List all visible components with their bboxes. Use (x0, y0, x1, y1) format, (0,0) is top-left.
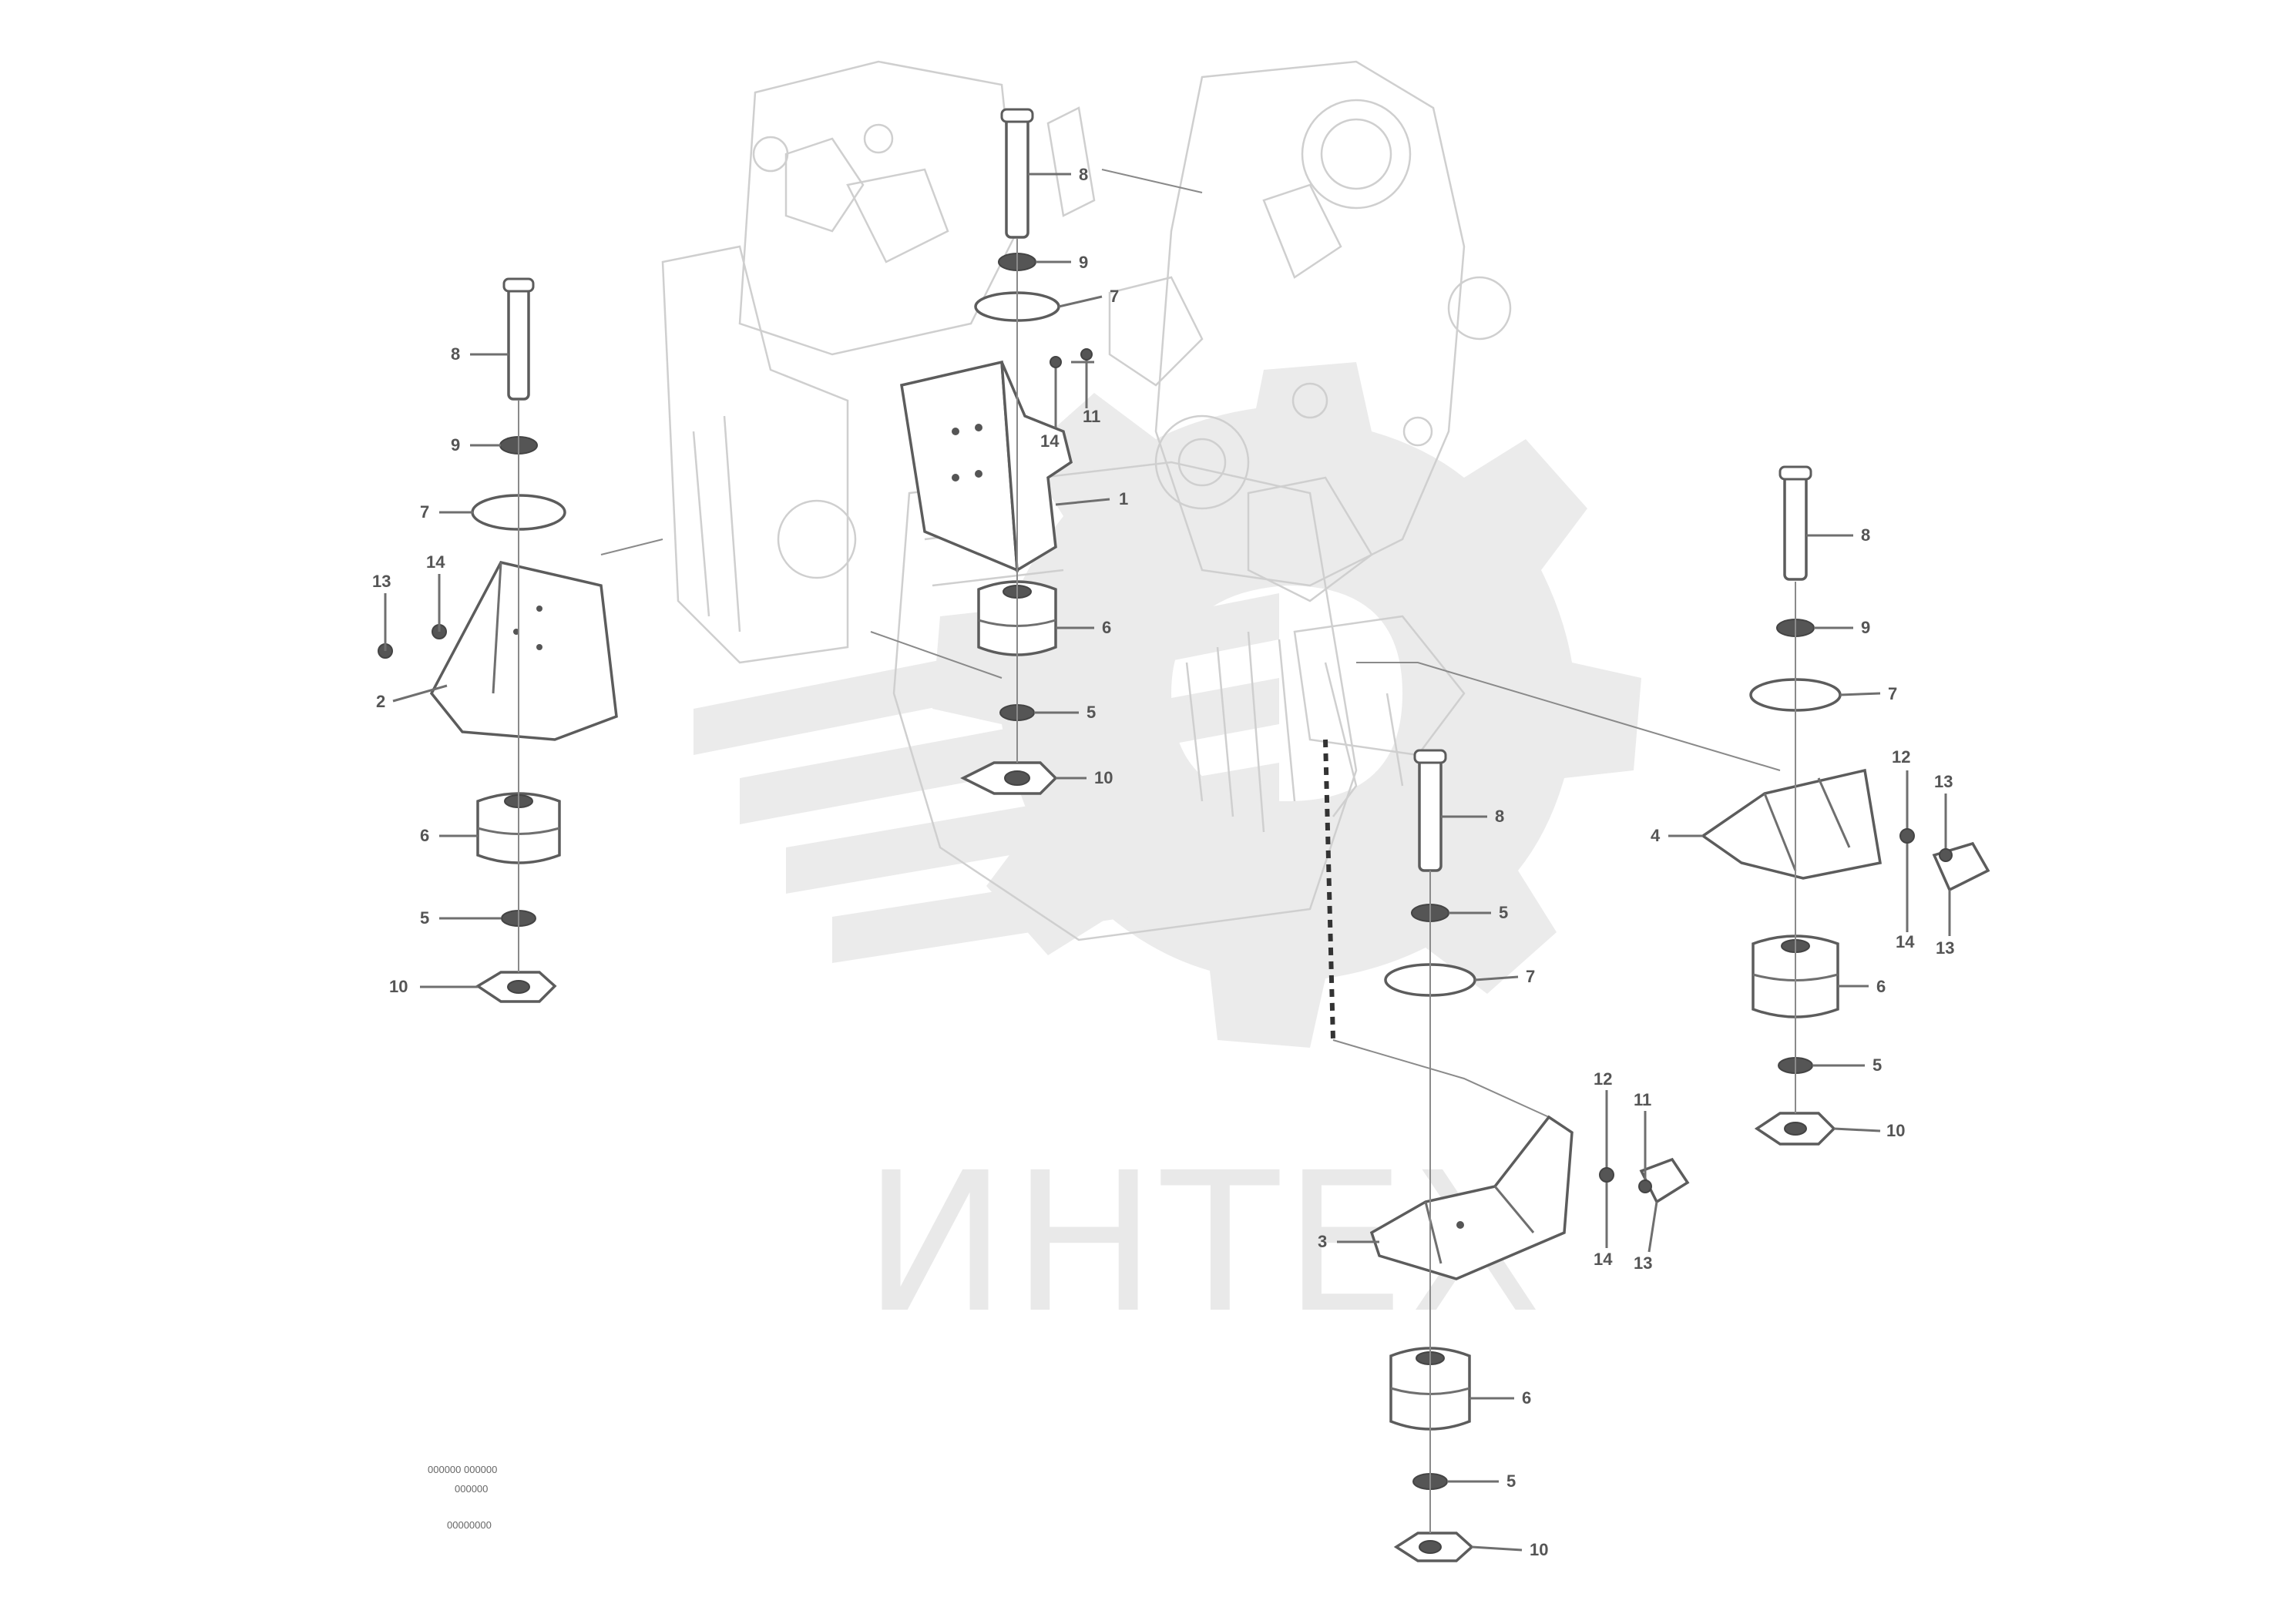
bolt-14 (1599, 1113, 1614, 1233)
drawing-reference: 000000 000000 000000 00000000 (428, 1464, 497, 1531)
bolt-8 (1778, 465, 1812, 581)
callout-center-13: 13 (1634, 1253, 1652, 1273)
nut-10 (1393, 1532, 1474, 1562)
bolt-14 (432, 601, 447, 639)
callout-center-6: 6 (1522, 1388, 1531, 1408)
callout-right-9: 9 (1861, 618, 1870, 637)
callout-right-10: 10 (1886, 1121, 1905, 1140)
callout-left-9: 9 (451, 435, 460, 455)
bracket-side-plate (1639, 1157, 1690, 1204)
bolt-8 (1413, 749, 1447, 872)
callout-center-8: 8 (1495, 807, 1504, 826)
left-mount-assembly (378, 277, 618, 1003)
bolts-11 (1050, 348, 1093, 408)
callout-right-14: 14 (1896, 932, 1915, 951)
reference-line-1: 000000 000000 (428, 1464, 497, 1475)
callout-right-12: 12 (1892, 747, 1910, 767)
callout-center-10: 10 (1530, 1540, 1548, 1559)
right-mount-assembly (1668, 465, 1990, 1146)
bracket-3 (1369, 1115, 1574, 1280)
bracket-4 (1700, 768, 1883, 880)
callout-right-8: 8 (1861, 525, 1870, 545)
nut-10 (475, 971, 557, 1003)
callout-top-1: 1 (1119, 489, 1128, 508)
callout-top-14: 14 (1040, 431, 1060, 451)
callout-top-11: 11 (1083, 407, 1100, 426)
reference-line-3: 00000000 (447, 1519, 492, 1531)
callout-center-5b: 5 (1506, 1471, 1516, 1491)
callout-left-8: 8 (451, 344, 460, 364)
bolt-14 (1899, 794, 1915, 917)
callout-center-11: 11 (1634, 1090, 1651, 1109)
callout-center-7: 7 (1526, 967, 1535, 986)
leader-lines (600, 169, 1781, 1118)
callout-right-4: 4 (1651, 826, 1661, 845)
callout-left-13: 13 (372, 572, 391, 591)
callout-center-12: 12 (1594, 1069, 1612, 1089)
bolt-8 (1000, 108, 1034, 239)
callout-top-5: 5 (1087, 703, 1096, 722)
callout-left-2: 2 (376, 692, 385, 711)
callout-top-6: 6 (1102, 618, 1111, 637)
bracket-2 (429, 560, 618, 741)
callout-top-10: 10 (1094, 768, 1113, 787)
top-mount-assembly (900, 108, 1110, 795)
callout-left-14: 14 (426, 552, 445, 572)
callout-left-5: 5 (420, 908, 429, 928)
nut-13 (1939, 817, 1953, 862)
reference-line-2: 000000 (455, 1483, 488, 1495)
bracket-1 (900, 360, 1073, 572)
callout-left-7: 7 (420, 502, 429, 522)
callout-right-13b: 13 (1936, 938, 1954, 958)
callout-left-10: 10 (389, 977, 408, 996)
callout-right-5: 5 (1872, 1055, 1882, 1075)
callout-center-5: 5 (1499, 903, 1508, 922)
callout-left-6: 6 (420, 826, 429, 845)
nut-13 (1638, 1132, 1652, 1193)
callout-right-13: 13 (1934, 772, 1953, 791)
bolt-8 (502, 277, 535, 401)
callout-right-7: 7 (1888, 684, 1897, 703)
watermark-gear-icon (694, 362, 1641, 1048)
nut-13 (378, 616, 393, 659)
callout-center-14: 14 (1594, 1250, 1613, 1269)
callout-top-8: 8 (1079, 165, 1088, 184)
callout-top-9: 9 (1079, 253, 1088, 272)
center-mount-assembly (1337, 749, 1690, 1562)
engine-block-sketch (661, 60, 1512, 941)
callout-right-6: 6 (1876, 977, 1886, 996)
callout-center-3: 3 (1318, 1232, 1327, 1251)
nut-10 (1754, 1112, 1836, 1146)
callout-top-7: 7 (1110, 287, 1119, 306)
